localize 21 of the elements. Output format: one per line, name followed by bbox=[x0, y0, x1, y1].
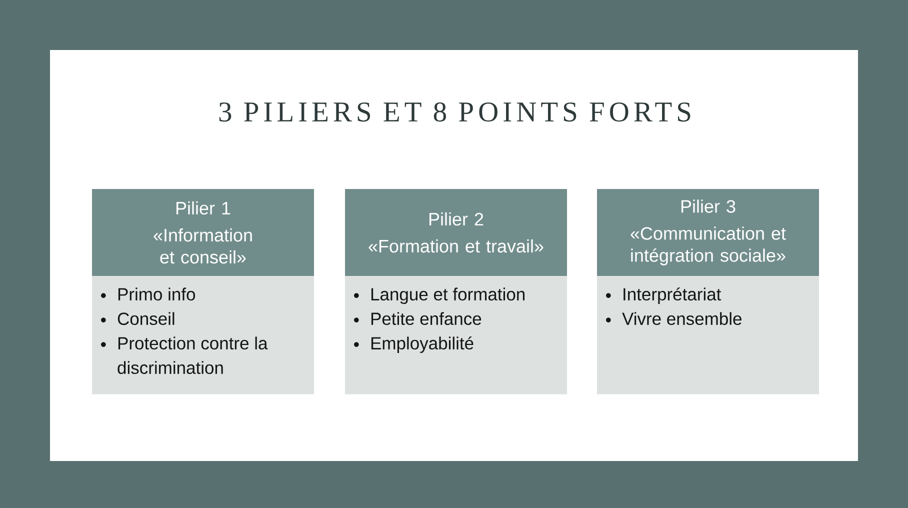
pillar-title: «Communication et intégration sociale» bbox=[630, 226, 786, 266]
pillar-header bbox=[345, 189, 567, 276]
pillar-title: «Formation et travail» bbox=[368, 239, 544, 253]
pillar-number: Pilier 1 bbox=[176, 201, 230, 215]
list-item: Conseil bbox=[118, 312, 174, 326]
pillar-number: Pilier 2 bbox=[429, 212, 484, 226]
pillar-list-panel bbox=[345, 276, 567, 394]
title: 3 PILIERS ET 8 POINTS FORTS bbox=[219, 102, 690, 122]
pillar-header bbox=[597, 189, 819, 276]
list-item: Protection contre la discrimination bbox=[118, 336, 268, 374]
pillar-list-panel bbox=[597, 276, 819, 394]
list-item: Langue et formation bbox=[371, 288, 524, 304]
pillar-title: «Information et conseil» bbox=[154, 228, 252, 264]
list-item: Primo info bbox=[118, 288, 196, 301]
list-item: Interprétariat bbox=[624, 287, 722, 304]
pillar-header bbox=[92, 189, 314, 276]
list-item: Employabilité bbox=[371, 336, 474, 353]
pillar-number: Pilier 3 bbox=[681, 200, 736, 213]
list-item: Vivre ensemble bbox=[622, 312, 742, 326]
pillar-list-panel bbox=[92, 276, 314, 394]
list-item: Petite enfance bbox=[371, 312, 482, 326]
